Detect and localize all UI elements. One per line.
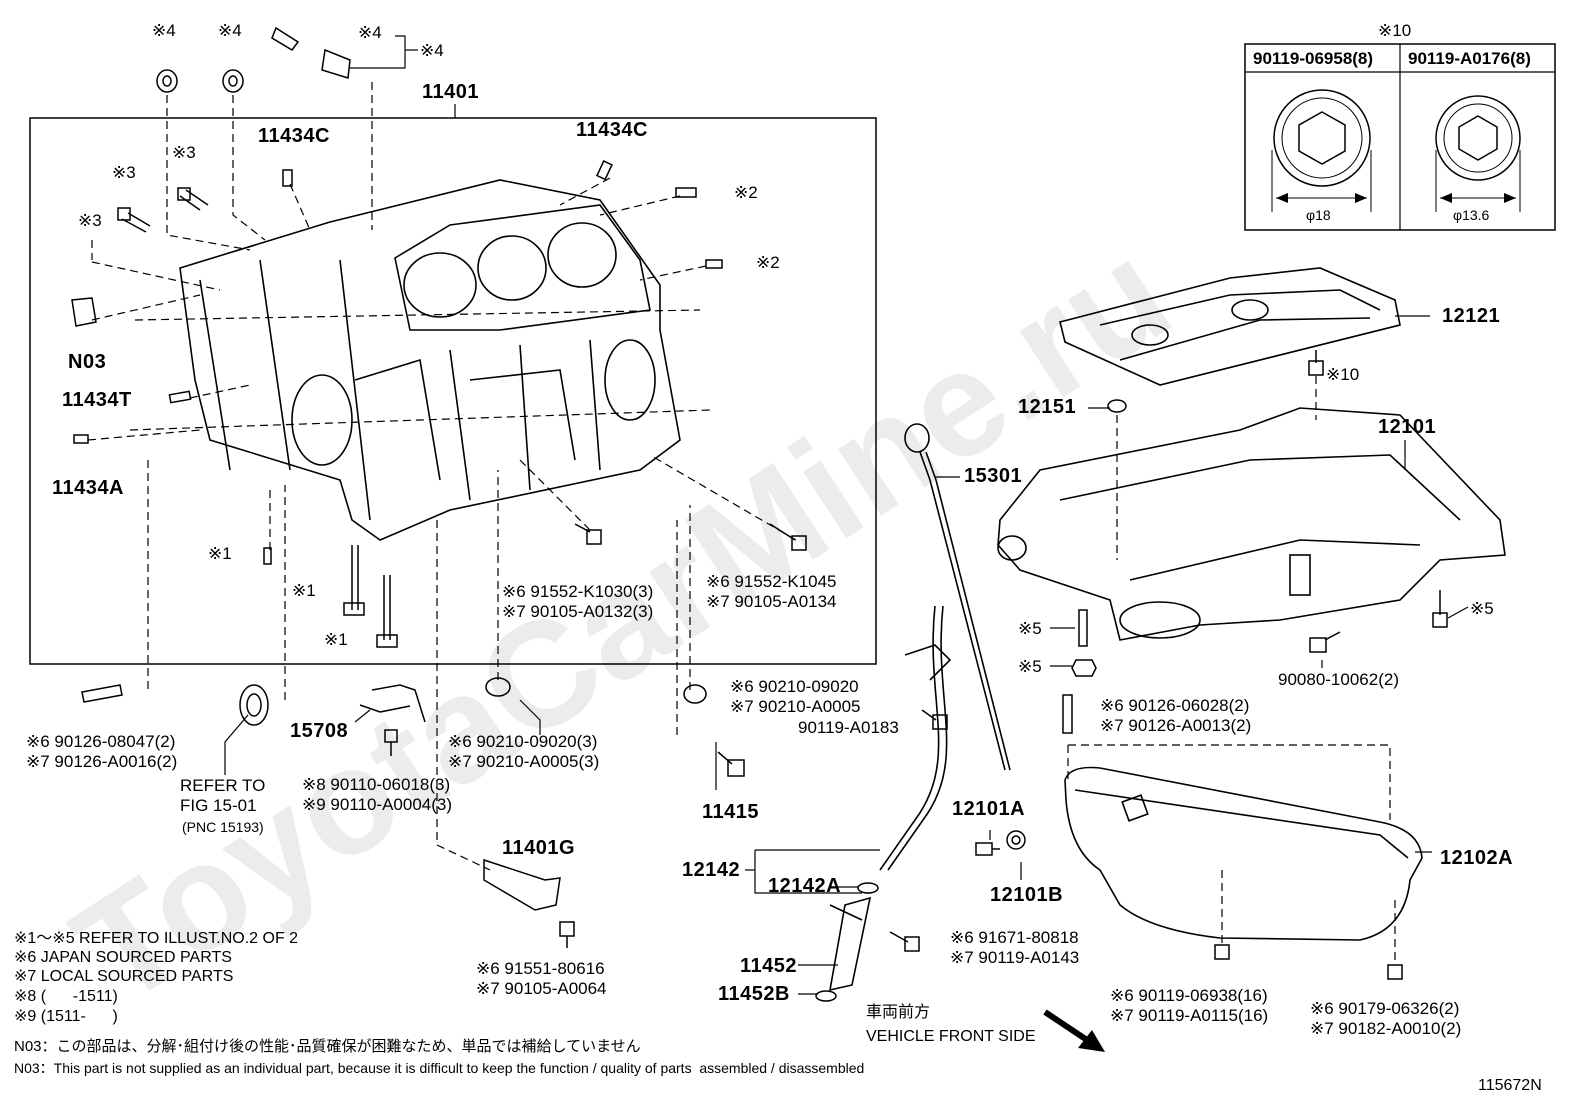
part-11434c-right: 11434C xyxy=(576,119,648,141)
callout-mark-2b: ※2 xyxy=(756,253,780,272)
callout-mark-10: ※10 xyxy=(1326,365,1360,384)
part-12142: 12142 xyxy=(682,859,741,881)
part-12101a: 12101A xyxy=(952,798,1026,820)
refer-fig-line1: REFER TO xyxy=(180,776,266,795)
callout-mark-5b: ※5 xyxy=(1018,619,1042,638)
vehicle-front-en: VEHICLE FRONT SIDE xyxy=(866,1028,1036,1045)
part-11434a: 11434A xyxy=(52,477,124,499)
illustration-id: 115672N xyxy=(1478,1077,1542,1094)
part-11434t: 11434T xyxy=(62,389,132,411)
callout-mark-1c: ※1 xyxy=(324,630,348,649)
bolt-80818-local: ※7 90119-A0143 xyxy=(950,948,1080,967)
bolt-80818-japan: ※6 91671-80818 xyxy=(950,928,1079,947)
bolt-06326-local: ※7 90182-A0010(2) xyxy=(1310,1019,1462,1038)
note-refer-illust: ※1～※5 REFER TO ILLUST.NO.2 OF 2 xyxy=(14,930,299,947)
inset-dim-18: φ18 xyxy=(1306,207,1331,223)
callout-mark-1a: ※1 xyxy=(208,544,232,563)
oil-pan-12102A xyxy=(1064,766,1423,941)
inset-part-06958: 90119-06958(8) xyxy=(1253,49,1374,68)
note-local-sourced: ※7 LOCAL SOURCED PARTS xyxy=(14,968,234,985)
part-90080-10062: 90080-10062(2) xyxy=(1278,670,1399,689)
part-n03: N03 xyxy=(68,351,107,373)
part-12151: 12151 xyxy=(1018,396,1077,418)
dipstick-15301 xyxy=(904,423,1011,771)
vehicle-front-arrow xyxy=(1043,1009,1105,1052)
cylinder-block-frame xyxy=(29,117,877,665)
note-date-after: ※9 (1511- ) xyxy=(14,1008,118,1025)
washer2-09020-local: ※7 90210-A0005 xyxy=(730,697,861,716)
vehicle-front-jp: 車両前方 xyxy=(866,1004,931,1021)
refer-fig-line3: (PNC 15193) xyxy=(182,819,264,835)
note-japan-sourced: ※6 JAPAN SOURCED PARTS xyxy=(14,949,232,966)
washer-09020-japan: ※6 90210-09020(3) xyxy=(448,732,598,751)
crankcase-12121 xyxy=(1059,267,1401,386)
callout-mark-5a: ※5 xyxy=(1470,599,1494,618)
callout-mark-4c: ※4 xyxy=(358,23,382,42)
part-11434c-left: 11434C xyxy=(258,125,330,147)
part-15708: 15708 xyxy=(290,720,349,742)
callout-mark-3c: ※3 xyxy=(78,211,102,230)
bolt-k1045-local: ※7 90105-A0134 xyxy=(706,592,837,611)
callout-mark-4d: ※4 xyxy=(420,41,444,60)
note-n03-english: N03：This part is not supplied as an indi… xyxy=(14,1060,865,1076)
part-12101b: 12101B xyxy=(990,884,1064,906)
bolt-06938-japan: ※6 90119-06938(16) xyxy=(1110,986,1268,1005)
inset-dim-13-6: φ13.6 xyxy=(1453,207,1490,223)
sensor-bolt-local: ※7 90105-A0064 xyxy=(476,979,607,998)
bolt-k1045-japan: ※6 91552-K1045 xyxy=(706,572,837,591)
callout-mark-2a: ※2 xyxy=(734,183,758,202)
part-11452: 11452 xyxy=(740,955,798,977)
part-11401: 11401 xyxy=(422,81,480,103)
stud-08047-local: ※7 90126-A0016(2) xyxy=(26,752,178,771)
washer2-09020-japan: ※6 90210-09020 xyxy=(730,677,859,696)
part-11415: 11415 xyxy=(702,801,760,823)
inset-mark-10: ※10 xyxy=(1378,21,1412,40)
dashed-leaders xyxy=(87,82,1396,965)
part-12121: 12121 xyxy=(1442,305,1501,327)
inset-part-a0176: 90119-A0176(8) xyxy=(1408,49,1531,68)
bolt-k1030-japan: ※6 91552-K1030(3) xyxy=(502,582,654,601)
part-12142a: 12142A xyxy=(768,875,842,897)
note-n03-japanese: N03：この部品は、分解･組付け後の性能･品質確保が困難なため、単品では補給して… xyxy=(14,1038,641,1055)
callout-mark-4a: ※4 xyxy=(152,21,176,40)
dipstick-tube-11452 xyxy=(829,896,872,992)
part-12101: 12101 xyxy=(1378,416,1437,438)
stud-06028-local: ※7 90126-A0013(2) xyxy=(1100,716,1252,735)
small-hardware xyxy=(71,26,1448,1002)
dipstick-guide-12142 xyxy=(879,605,952,871)
part-12102a: 12102A xyxy=(1440,847,1514,869)
sensor-bolt-japan: ※6 91551-80616 xyxy=(476,959,605,978)
washer-09020-local: ※7 90210-A0005(3) xyxy=(448,752,600,771)
bolt-k1030-local: ※7 90105-A0132(3) xyxy=(502,602,654,621)
bolt-06938-local: ※7 90119-A0115(16) xyxy=(1110,1006,1269,1025)
refer-fig-line2: FIG 15-01 xyxy=(180,796,257,815)
leader-lines xyxy=(224,35,1469,995)
note-date-before: ※8 ( -1511) xyxy=(14,988,118,1005)
part-11401g: 11401G xyxy=(502,837,576,859)
stud-08047-japan: ※6 90126-08047(2) xyxy=(26,732,176,751)
oil-pan-12101 xyxy=(997,407,1506,641)
part-11452b: 11452B xyxy=(718,983,790,1005)
stud-06028-japan: ※6 90126-06028(2) xyxy=(1100,696,1250,715)
part-15301: 15301 xyxy=(964,465,1023,487)
bolt-06018-pre: ※8 90110-06018(3) xyxy=(302,775,451,794)
callout-mark-1b: ※1 xyxy=(292,581,316,600)
bolt-size-inset xyxy=(1244,43,1556,231)
callout-mark-3a: ※3 xyxy=(172,143,196,162)
bolt-06326-japan: ※6 90179-06326(2) xyxy=(1310,999,1460,1018)
part-90119-a0183: 90119-A0183 xyxy=(798,718,899,737)
bolt-06018-post: ※9 90110-A0004(3) xyxy=(302,795,453,814)
callout-mark-4b: ※4 xyxy=(218,21,242,40)
cylinder-block-illustration xyxy=(179,179,681,541)
callout-mark-3b: ※3 xyxy=(112,163,136,182)
callout-mark-5c: ※5 xyxy=(1018,657,1042,676)
